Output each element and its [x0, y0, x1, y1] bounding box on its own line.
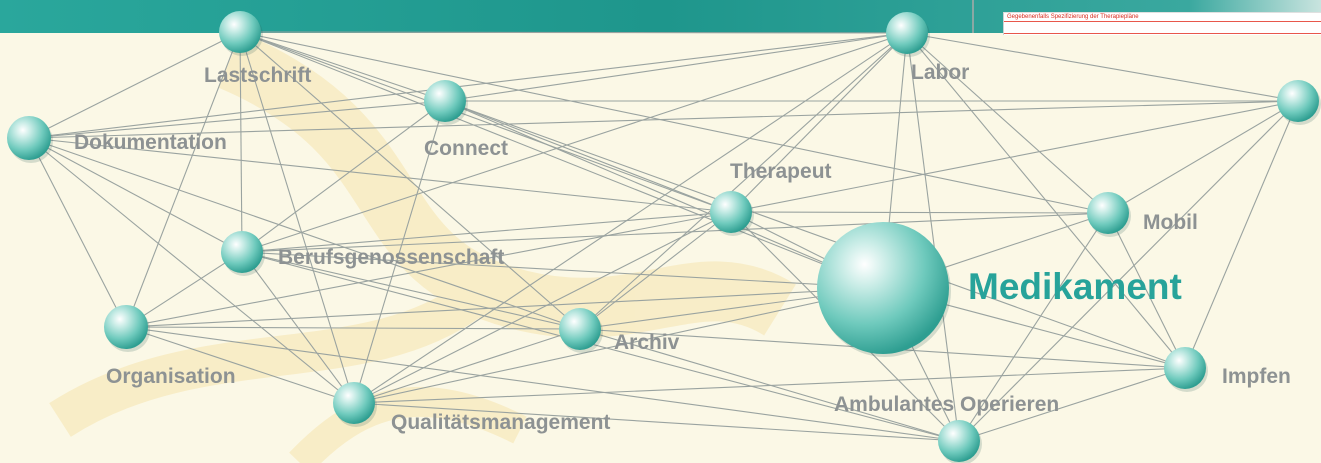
edge-lastschrift-dokumentation [28, 31, 241, 139]
edge-labor-dokumentation [28, 32, 908, 139]
node-sphere-dokumentation [7, 116, 51, 160]
edge-connect-dokumentation [28, 100, 446, 139]
label-organisation: Organisation [106, 365, 236, 388]
node-group [7, 11, 1321, 463]
label-connect: Connect [424, 137, 508, 160]
edge-lastschrift-medikament [239, 31, 884, 289]
note-red-line [1004, 21, 1321, 22]
note-red-line-bottom [1004, 33, 1321, 34]
edge-mobil-berufsgenossenschaft [241, 212, 1109, 253]
edge-mobil-impfen [1107, 212, 1186, 369]
edge-medikament-organisation [125, 287, 884, 328]
label-therapeut: Therapeut [730, 160, 832, 183]
edge-archiv-qualitaetsmanagement [353, 328, 581, 404]
label-archiv: Archiv [614, 331, 680, 354]
edge-connect-qualitaetsmanagement [353, 100, 446, 404]
edge-dokumentation-therapeut [28, 137, 732, 213]
edge-qualitaetsmanagement-ambulantes_operieren [353, 402, 960, 442]
label-labor: Labor [911, 61, 969, 84]
edge-connect-therapeut [444, 100, 732, 213]
edge-berufsgenossenschaft-ambulantes_operieren [241, 251, 960, 442]
node-sphere-archiv [559, 308, 601, 350]
node-sphere-impfen [1164, 347, 1206, 389]
edge-qualitaetsmanagement-impfen [353, 367, 1186, 404]
edge-mobil-ambulantes_operieren [958, 212, 1109, 442]
edge-impfen-ambulantes_operieren [958, 367, 1186, 442]
node-sphere-unlabeled_right [1277, 80, 1319, 122]
edge-lastschrift-mobil [239, 31, 1109, 214]
edge-organisation-archiv [125, 326, 581, 330]
edge-dokumentation-qualitaetsmanagement [28, 137, 355, 404]
edge-labor-therapeut [730, 32, 908, 213]
node-sphere-connect [424, 80, 466, 122]
edge-labor-unlabeled_right [906, 32, 1299, 102]
edge-labor-mobil [906, 32, 1109, 214]
edge-lastschrift-qualitaetsmanagement [239, 31, 355, 404]
label-berufsgenossenschaft: Berufsgenossenschaft [278, 246, 504, 269]
label-dokumentation: Dokumentation [74, 131, 227, 154]
edge-lastschrift-organisation [125, 31, 241, 328]
edge-organisation-qualitaetsmanagement [125, 326, 355, 404]
node-sphere-mobil [1087, 192, 1129, 234]
node-sphere-organisation [104, 305, 148, 349]
label-ambulantes-operieren: Ambulantes Operieren [834, 393, 1059, 416]
edge-impfen-unlabeled_right [1184, 100, 1299, 369]
edge-organisation-ambulantes_operieren [125, 326, 960, 442]
edge-lastschrift-therapeut [239, 31, 732, 213]
edge-connect-medikament [444, 100, 884, 289]
edge-connect-impfen [444, 100, 1186, 369]
edge-lastschrift-archiv [239, 31, 581, 330]
edge-berufsgenossenschaft-organisation [125, 251, 243, 328]
edge-berufsgenossenschaft-medikament [241, 251, 884, 289]
node-sphere-therapeut [710, 191, 752, 233]
edge-dokumentation-berufsgenossenschaft [28, 137, 243, 253]
label-medikament: Medikament [968, 266, 1182, 307]
edge-therapeut-mobil [730, 211, 1109, 214]
edge-connect-berufsgenossenschaft [241, 100, 446, 253]
edge-labor-qualitaetsmanagement [353, 32, 908, 404]
label-lastschrift: Lastschrift [204, 64, 311, 87]
node-sphere-labor [886, 12, 928, 54]
edge-labor-impfen [906, 32, 1186, 369]
edge-berufsgenossenschaft-archiv [241, 251, 581, 330]
node-sphere-lastschrift [219, 11, 261, 53]
node-sphere-qualitaetsmanagement [333, 382, 375, 424]
edge-lastschrift-connect [239, 31, 446, 102]
edge-therapeut-unlabeled_right [730, 100, 1299, 213]
edge-therapeut-qualitaetsmanagement [353, 211, 732, 404]
node-sphere-medikament [817, 222, 949, 354]
node-sphere-berufsgenossenschaft [221, 231, 263, 273]
edge-labor-archiv [579, 32, 908, 330]
node-sphere-ambulantes_operieren [938, 420, 980, 462]
edge-labor-berufsgenossenschaft [241, 32, 908, 253]
edge-lastschrift-berufsgenossenschaft [239, 31, 243, 253]
edge-therapeut-berufsgenossenschaft [241, 211, 732, 253]
edge-labor-connect [444, 32, 908, 102]
edge-mobil-unlabeled_right [1107, 100, 1299, 214]
edge-therapeut-organisation [125, 211, 732, 328]
label-mobil: Mobil [1143, 211, 1198, 234]
edge-dokumentation-unlabeled_right [28, 100, 1299, 139]
label-impfen: Impfen [1222, 365, 1291, 388]
edge-dokumentation-archiv [28, 137, 581, 330]
label-qualitaetsmanagement: Qualitätsmanagement [391, 411, 610, 434]
edge-lastschrift-labor [239, 31, 908, 34]
edge-dokumentation-organisation [28, 137, 127, 328]
banner-note-panel: Gegebenenfalls Spezifizierung der Therap… [1003, 12, 1321, 35]
background-decoration [49, 32, 796, 463]
edge-ambulantes_operieren-unlabeled_right [958, 100, 1299, 442]
edge-medikament-qualitaetsmanagement [353, 287, 884, 404]
banner-note-text: Gegebenenfalls Spezifizierung der Therap… [1007, 14, 1139, 20]
